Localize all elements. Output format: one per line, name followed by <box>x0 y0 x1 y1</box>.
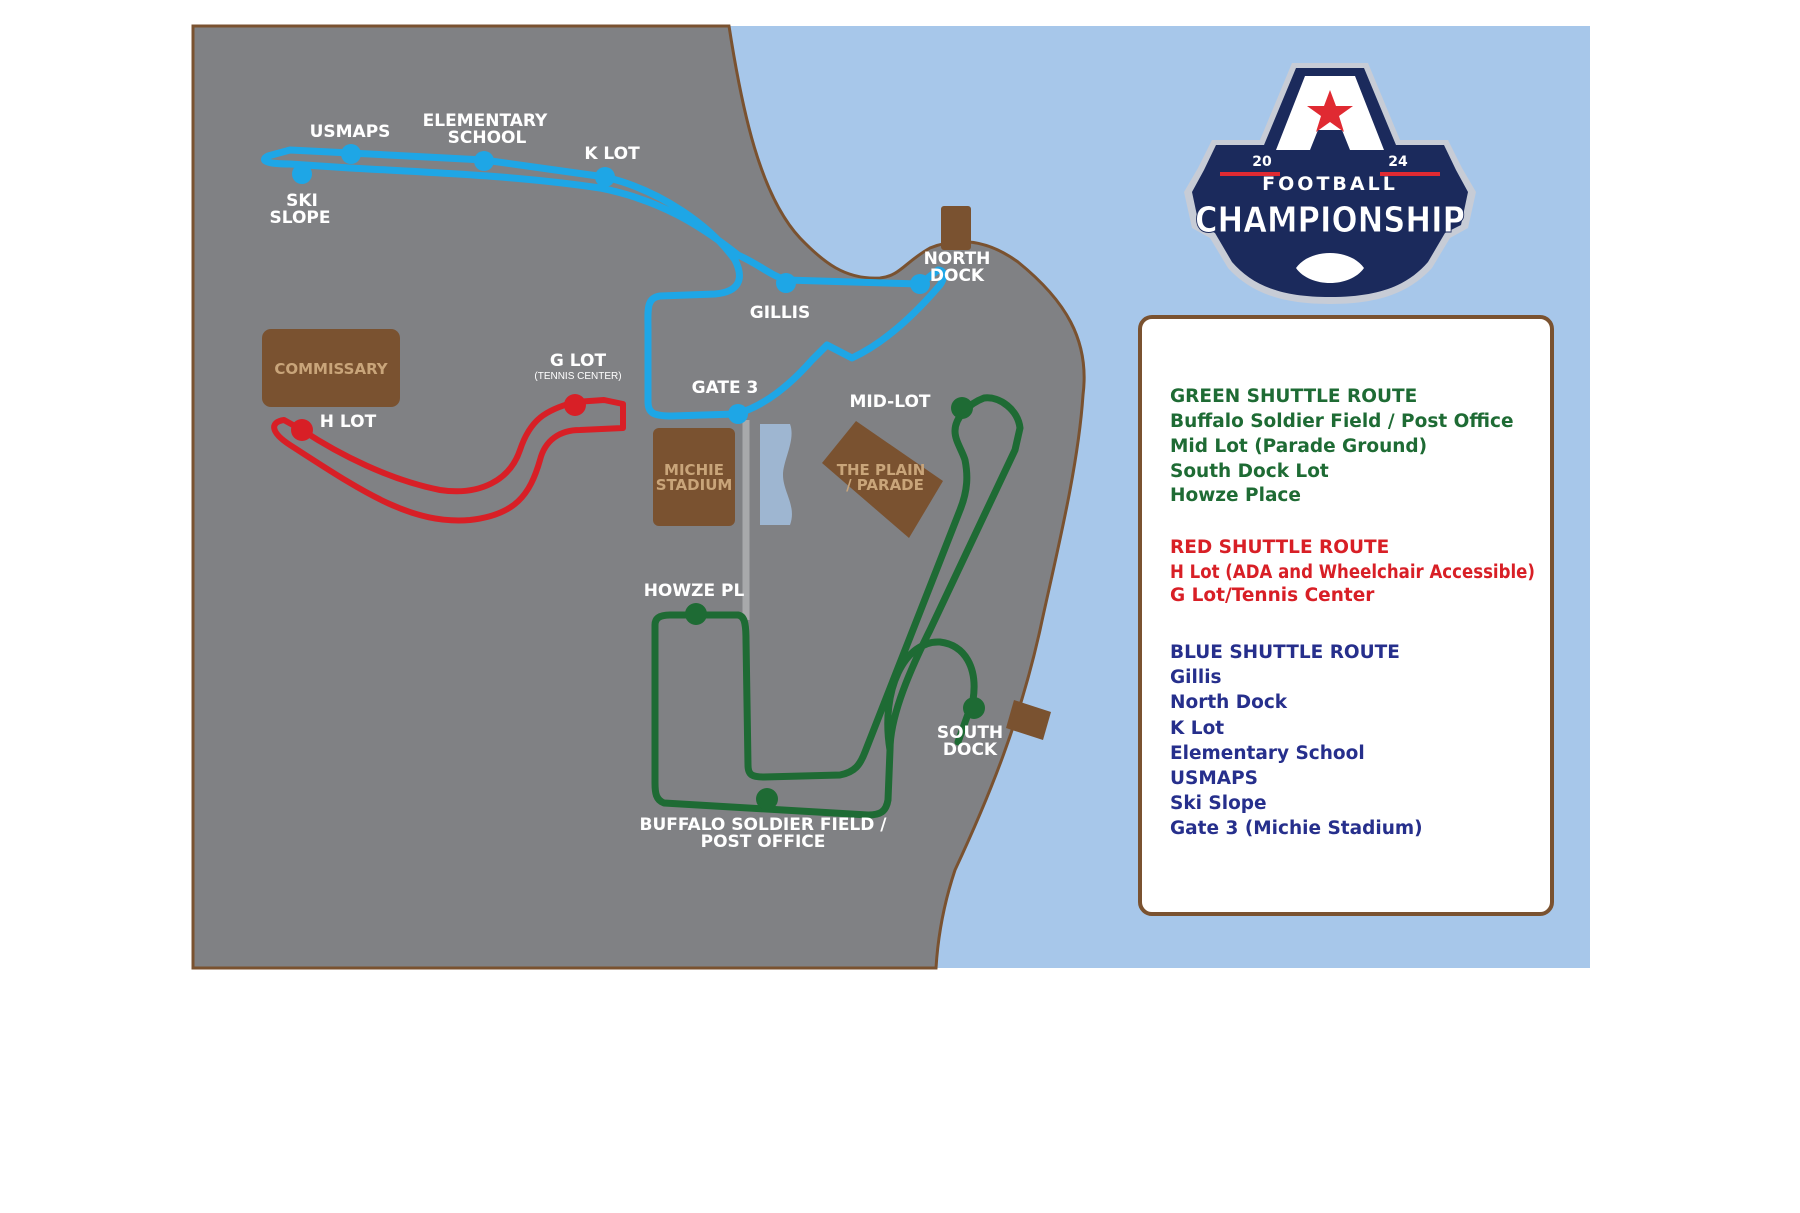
legend-blue-item: Gate 3 (Michie Stadium) <box>1170 818 1423 839</box>
label-south-dock-1: SOUTH <box>937 723 1003 743</box>
label-gillis: GILLIS <box>750 303 811 323</box>
logo-badge <box>1192 68 1468 297</box>
logo-year-right: 24 <box>1388 154 1408 170</box>
logo-sponsor: USAA <box>1313 281 1347 294</box>
label-north-dock-1: NORTH <box>924 249 991 269</box>
stop-gate-3-marker[interactable] <box>728 404 748 424</box>
the-plain-label-1: THE PLAIN <box>837 461 926 479</box>
michie-stadium-label-1: MICHIE <box>664 461 724 479</box>
legend-blue-item: Ski Slope <box>1170 793 1267 814</box>
logo-line-1: FOOTBALL <box>1262 173 1398 195</box>
land-area <box>191 24 1086 970</box>
stop-buffalo-marker[interactable] <box>756 788 778 810</box>
label-gate-3: GATE 3 <box>692 378 759 398</box>
label-mid-lot: MID-LOT <box>850 392 931 412</box>
label-ski-1: SKI <box>286 191 318 211</box>
stop-elementary-marker[interactable] <box>474 151 494 171</box>
commissary-label: COMMISSARY <box>274 360 388 378</box>
commissary-building <box>262 329 400 407</box>
legend-blue-item: North Dock <box>1170 692 1288 713</box>
michie-stadium-building <box>653 428 735 526</box>
logo-stripe-right <box>1380 172 1440 176</box>
label-h-lot: H LOT <box>320 412 377 432</box>
stop-h-lot-marker[interactable] <box>291 419 313 441</box>
legend-blue-item: K Lot <box>1170 718 1224 739</box>
stop-south-dock-marker[interactable] <box>963 697 985 719</box>
legend-blue-item: USMAPS <box>1170 768 1258 789</box>
legend-box <box>1138 315 1554 916</box>
stop-g-lot-marker[interactable] <box>564 394 586 416</box>
legend-green-title: GREEN SHUTTLE ROUTE <box>1170 386 1417 407</box>
label-k-lot: K LOT <box>584 144 640 164</box>
label-usmaps: USMAPS <box>310 122 391 142</box>
legend-red-title: RED SHUTTLE ROUTE <box>1170 537 1389 558</box>
label-g-lot: G LOT <box>550 351 607 371</box>
legend-red-item: H Lot (ADA and Wheelchair Accessible) <box>1170 562 1535 583</box>
michie-stadium-label-2: STADIUM <box>656 476 733 494</box>
logo-football-icon <box>1296 253 1364 283</box>
the-plain-building <box>822 421 943 538</box>
stop-ski-slope-marker[interactable] <box>292 164 312 184</box>
legend-green-item: South Dock Lot <box>1170 461 1329 482</box>
the-plain-label-2: / PARADE <box>846 476 924 494</box>
north-dock-pier <box>941 206 971 250</box>
legend-green-section: GREEN SHUTTLE ROUTE Buffalo Soldier Fiel… <box>1170 386 1514 506</box>
legend-blue-item: Gillis <box>1170 667 1222 688</box>
green-route-line <box>651 394 1024 819</box>
label-north-dock-2: DOCK <box>930 266 985 286</box>
legend-blue-item: Elementary School <box>1170 743 1365 764</box>
parking-shape <box>760 424 792 525</box>
label-howze: HOWZE PL <box>644 581 745 601</box>
championship-logo: 20 24 FOOTBALL CHAMPIONSHIP USAA <box>1184 63 1476 304</box>
legend-green-item: Howze Place <box>1170 485 1301 506</box>
label-g-lot-sub: (TENNIS CENTER) <box>534 371 621 382</box>
stop-north-dock-marker[interactable] <box>910 274 930 294</box>
legend-red-section: RED SHUTTLE ROUTE H Lot (ADA and Wheelch… <box>1170 537 1535 606</box>
label-south-dock-2: DOCK <box>943 740 998 760</box>
legend-green-item: Buffalo Soldier Field / Post Office <box>1170 411 1514 432</box>
red-route-line <box>271 397 626 524</box>
south-dock-pier <box>1006 700 1051 740</box>
legend-blue-section: BLUE SHUTTLE ROUTE Gillis North Dock K L… <box>1170 642 1423 839</box>
logo-line-2: CHAMPIONSHIP <box>1195 200 1465 241</box>
label-ski-2: SLOPE <box>270 208 331 228</box>
logo-stripe-left <box>1220 172 1280 176</box>
label-elementary-1: ELEMENTARY <box>423 111 548 131</box>
stop-mid-lot-marker[interactable] <box>951 397 973 419</box>
stop-usmaps-marker[interactable] <box>341 144 361 164</box>
label-elementary-2: SCHOOL <box>448 128 527 148</box>
label-buffalo-1: BUFFALO SOLDIER FIELD / <box>640 815 888 835</box>
stop-gillis-marker[interactable] <box>776 273 796 293</box>
label-buffalo-2: POST OFFICE <box>701 832 826 852</box>
stop-k-lot-marker[interactable] <box>595 167 615 187</box>
legend-red-item: G Lot/Tennis Center <box>1170 585 1375 606</box>
blue-route-line <box>261 146 948 420</box>
stop-howze-marker[interactable] <box>685 603 707 625</box>
logo-star-icon <box>1307 90 1353 132</box>
legend-green-item: Mid Lot (Parade Ground) <box>1170 436 1427 457</box>
logo-year-left: 20 <box>1252 154 1272 170</box>
legend-blue-title: BLUE SHUTTLE ROUTE <box>1170 642 1400 663</box>
